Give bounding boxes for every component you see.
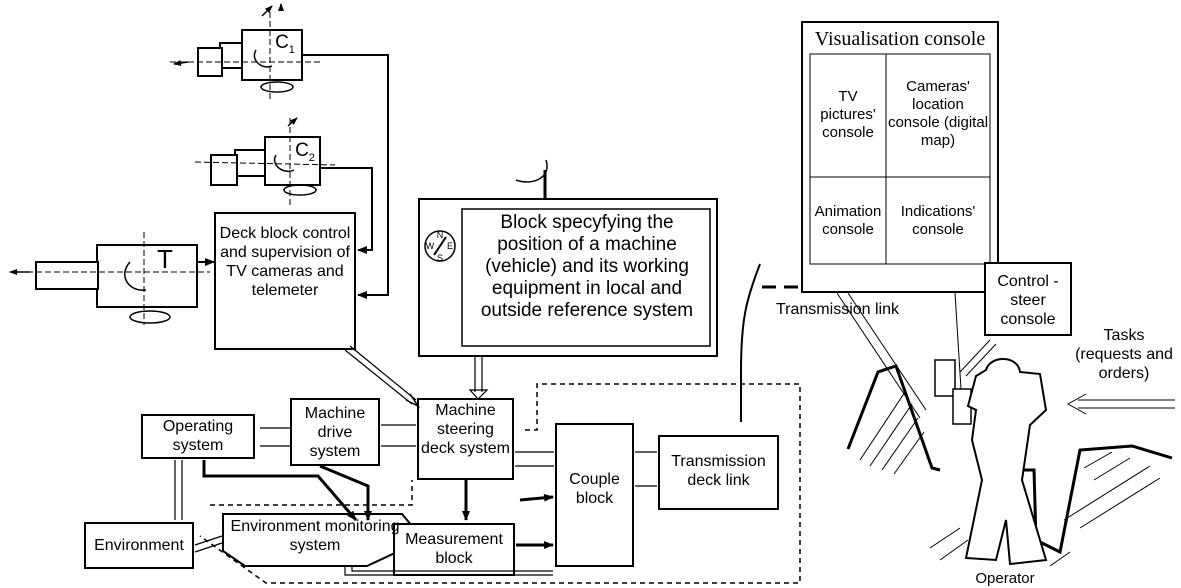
vis-cell-animation: Animation console <box>814 203 882 238</box>
telemeter <box>9 232 210 325</box>
environment-label: Environment <box>94 537 184 554</box>
transmission-link-label: Transmission link <box>776 301 899 318</box>
transmission-deck-label: Transmission deck link <box>671 453 766 489</box>
compass-e: E <box>446 241 453 251</box>
operating-system-label: Operating system <box>162 418 234 454</box>
camera-1 <box>170 3 320 100</box>
measurement-label: Measurement block <box>405 531 503 567</box>
position-block-label: Block specyfying the position of a machi… <box>480 212 694 321</box>
compass-s: S <box>436 253 443 263</box>
compass-w: W <box>425 241 435 251</box>
operator-figure <box>846 358 1173 567</box>
camera-2 <box>194 117 336 205</box>
compass-n: N <box>436 230 444 240</box>
deck-block-label: Deck block control and supervision of TV… <box>219 225 351 299</box>
camera-1-label: C1 <box>275 32 295 56</box>
couple-block-label: Couple block <box>569 471 620 507</box>
position-block-inner <box>461 208 711 347</box>
visualisation-title: Visualisation console <box>814 28 986 50</box>
operator-label: Operator <box>975 570 1035 587</box>
camera-2-label: C2 <box>295 140 315 164</box>
telemeter-label: T <box>157 244 173 274</box>
antenna-dish <box>515 159 548 183</box>
deck-block-frame <box>214 212 356 350</box>
env-monitoring-label: Environment monitoring system <box>230 518 400 554</box>
machine-drive-label: Machine drive system <box>304 405 366 460</box>
compass-icon <box>424 230 456 262</box>
machine-steering-label: Machine steering deck system <box>421 402 510 457</box>
vis-cell-cameras-location: Cameras' location console (digital map) <box>887 78 989 149</box>
vis-cell-indications: Indications' console <box>900 203 976 238</box>
visualisation-console <box>801 21 999 293</box>
control-console-label: Control - steer console <box>997 273 1059 328</box>
tasks-label: Tasks (requests and orders) <box>1075 327 1173 382</box>
position-block-outer <box>418 198 718 357</box>
vis-cell-tv-pictures: TV pictures' console <box>820 88 876 141</box>
